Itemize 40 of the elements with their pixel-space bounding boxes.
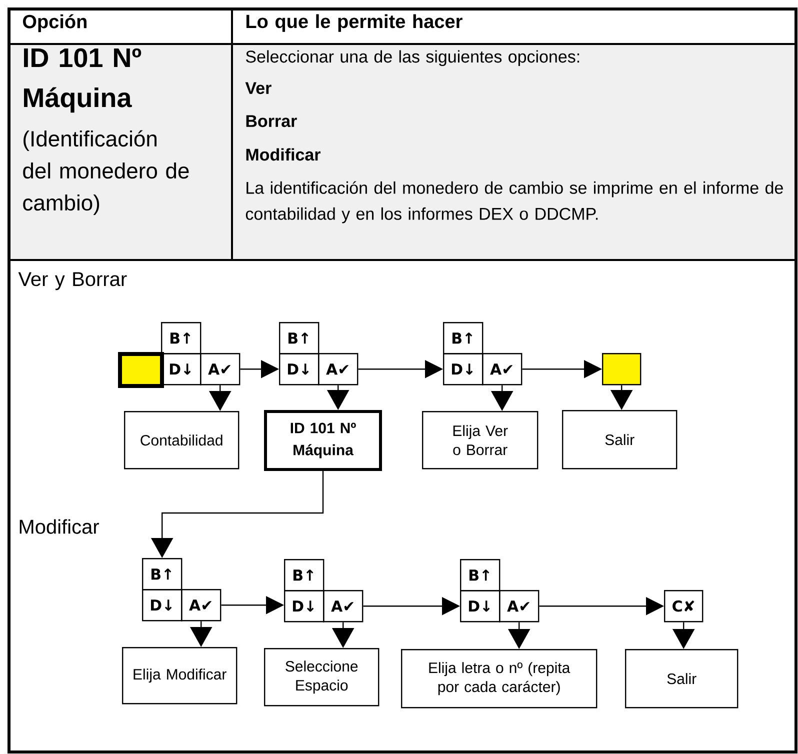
display-box: Elija letra o nº (repita por cada carácter) bbox=[401, 649, 598, 708]
display-screen bbox=[602, 353, 642, 386]
section-heading: Ver y Borrar bbox=[18, 272, 127, 290]
option-item: Ver bbox=[245, 82, 272, 94]
key-button: A✔ bbox=[181, 589, 222, 622]
key-button: A✔ bbox=[499, 590, 540, 622]
key-button: C✘ bbox=[664, 590, 704, 622]
option-item: Modificar bbox=[246, 148, 320, 161]
key-button: B↑ bbox=[284, 559, 324, 592]
column-header: Lo que le permite hacer bbox=[246, 14, 462, 32]
key-button: D↓ bbox=[460, 590, 500, 622]
display-box: Salir bbox=[625, 649, 738, 708]
display-box: Elija Modificar bbox=[122, 647, 238, 704]
description-text: Seleccionar una de las siguientes opciones: bbox=[246, 50, 580, 66]
display-box: Contabilidad bbox=[124, 411, 240, 470]
option-title: ID 101 Nº Máquina bbox=[24, 48, 142, 113]
display-box: Elija Ver o Borrar bbox=[422, 411, 538, 470]
key-button: D↓ bbox=[443, 353, 484, 386]
key-button: D↓ bbox=[284, 590, 324, 622]
key-button: B↑ bbox=[279, 322, 320, 354]
option-item: Borrar bbox=[246, 115, 297, 128]
display-box: ID 101 Nº Máquina bbox=[264, 410, 382, 471]
description-text: La identificación del monedero de cambio se imprime en el informe de contabilidad y en los informes DEX o DDCMP. bbox=[246, 181, 783, 224]
key-button: A✔ bbox=[482, 353, 522, 386]
display-screen bbox=[118, 352, 164, 388]
key-button: B↑ bbox=[161, 322, 202, 354]
key-button: D↓ bbox=[161, 353, 202, 386]
key-button: D↓ bbox=[142, 589, 182, 622]
column-header: Opción bbox=[23, 14, 86, 32]
option-description: (Identificación del monedero de cambio) bbox=[23, 130, 189, 215]
key-button: B↑ bbox=[460, 559, 500, 592]
key-button: D↓ bbox=[279, 353, 320, 386]
key-button: A✔ bbox=[323, 590, 364, 622]
key-button: B↑ bbox=[142, 558, 182, 590]
key-button: B↑ bbox=[443, 322, 484, 354]
key-button: A✔ bbox=[200, 353, 240, 386]
key-button: A✔ bbox=[318, 353, 358, 386]
display-box: Salir bbox=[562, 410, 678, 470]
section-heading: Modificar bbox=[20, 519, 99, 534]
display-box: Seleccione Espacio bbox=[264, 648, 380, 706]
